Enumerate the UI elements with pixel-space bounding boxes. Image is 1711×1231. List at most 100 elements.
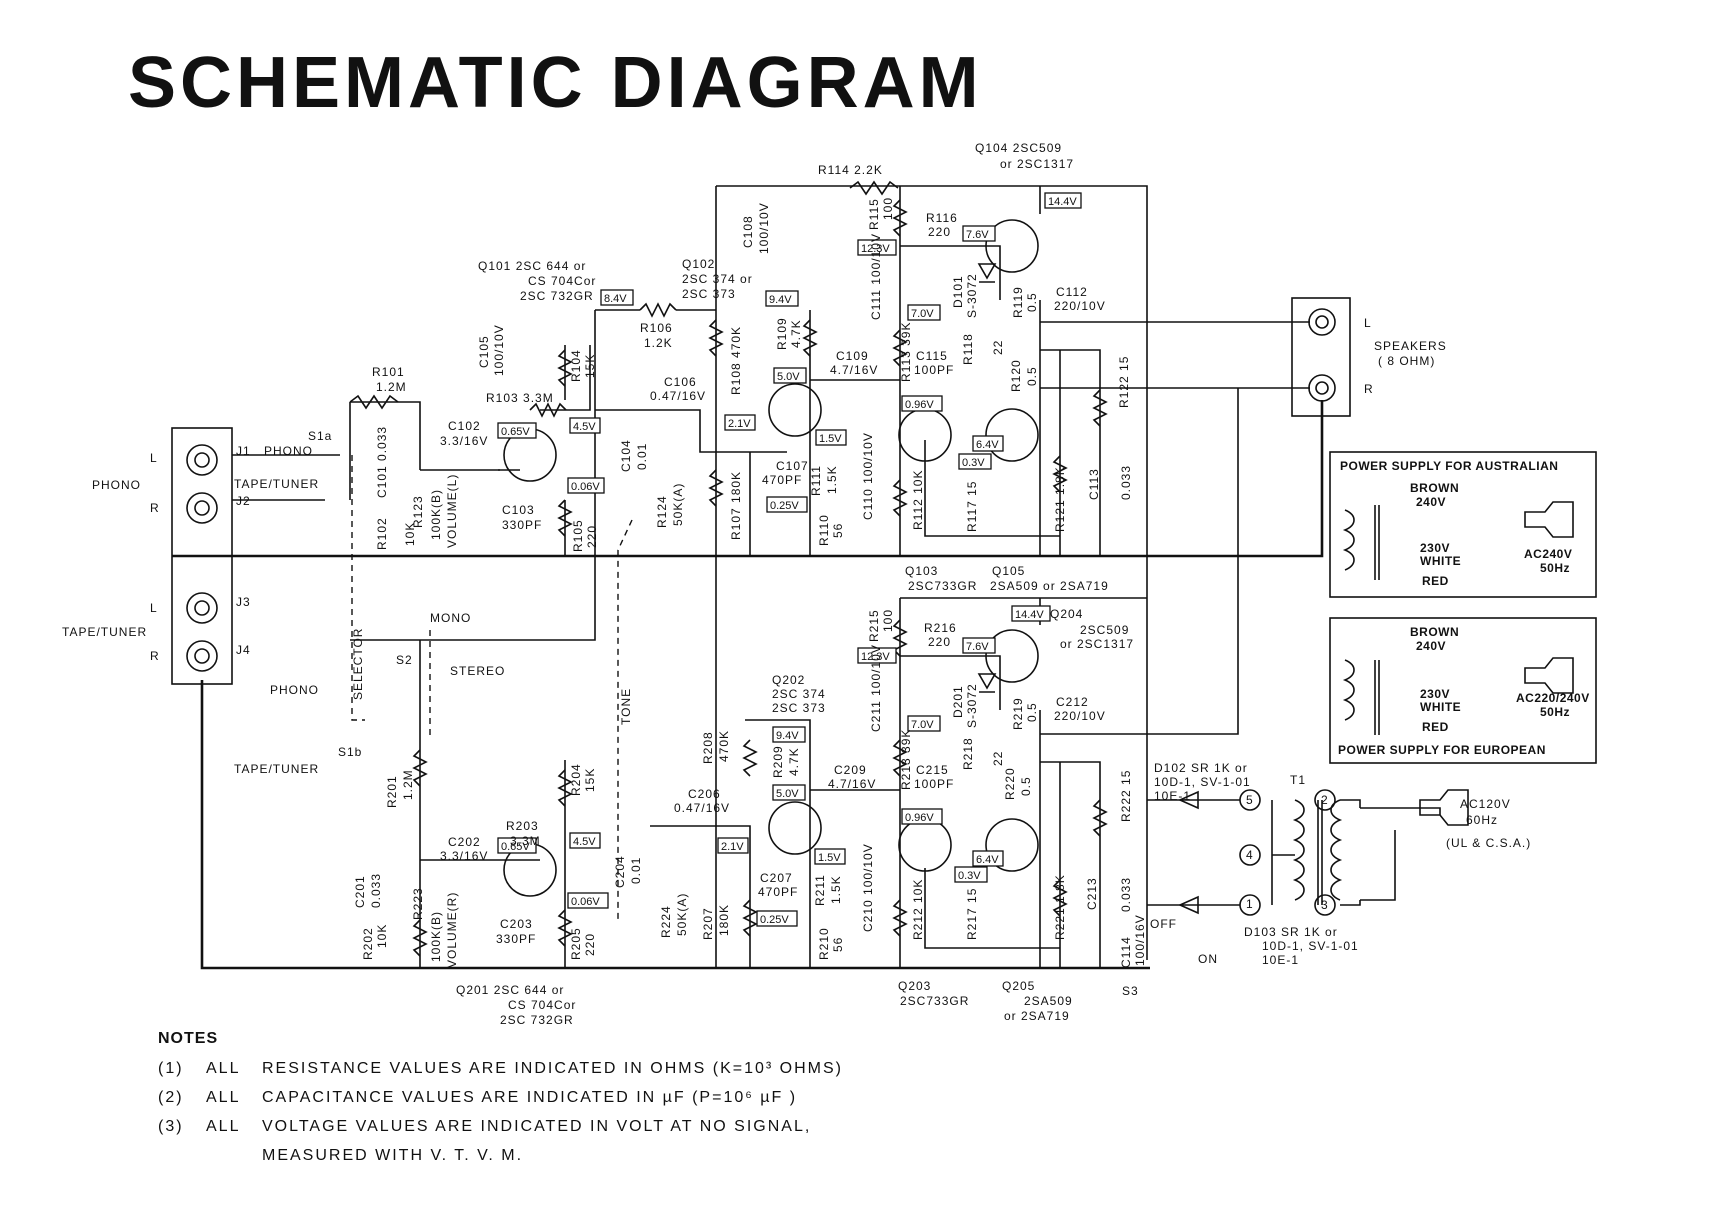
label-aus-230: 230V: [1420, 541, 1450, 555]
label-c114-2: 100/16V: [1133, 914, 1147, 966]
labels: PHONO L R TAPE/TUNER L R J1 J2 J3 J4 L R…: [62, 141, 1589, 1027]
voltage-q201-coll: 4.5V: [573, 836, 596, 848]
note-3-text: VOLTAGE VALUES ARE INDICATED IN VOLT AT …: [262, 1118, 812, 1135]
voltage-c111: 7.0V: [911, 308, 934, 320]
label-q101-1: Q101 2SC 644 or: [478, 259, 586, 273]
label-r103: R103 3.3M: [486, 391, 554, 405]
label-c105-1: C105: [477, 335, 491, 368]
label-c202-1: C202: [448, 835, 481, 849]
voltage-q102-base: 2.1V: [728, 418, 751, 430]
label-pin-4: 4: [1246, 848, 1254, 862]
label-s1b: S1b: [338, 745, 362, 759]
transistor-q102: [768, 383, 822, 437]
label-on: ON: [1198, 952, 1218, 966]
label-r107: R107 180K: [729, 471, 743, 540]
label-q204-2: 2SC509: [1080, 623, 1129, 637]
label-q104-2: or 2SC1317: [1000, 157, 1074, 171]
diode-d201: [977, 673, 997, 693]
label-c206-1: C206: [688, 787, 721, 801]
voltage-q101-base: 0.65V: [501, 426, 530, 438]
speaker-terminal-l: [1308, 308, 1336, 336]
label-r219-1: R219: [1011, 697, 1025, 730]
label-speakers-ohm: ( 8 OHM): [1378, 354, 1435, 368]
label-c201-1: C201: [353, 875, 367, 908]
label-r124-2: 50K(A): [671, 483, 685, 526]
jack-j3: [186, 592, 218, 624]
note-2-text: CAPACITANCE VALUES ARE INDICATED IN µF (…: [262, 1089, 798, 1106]
label-r109-2: 4.7K: [789, 319, 803, 348]
label-phono: PHONO: [92, 478, 141, 492]
label-mono: MONO: [430, 611, 471, 625]
transistor-q104: [985, 219, 1039, 273]
label-tone: TONE: [619, 688, 633, 725]
label-c210: C210 100/10V: [861, 843, 875, 932]
voltage-q101-collector: 8.4V: [604, 293, 627, 305]
label-r118-1: R118: [961, 333, 975, 365]
note-2-all: ALL: [206, 1089, 241, 1106]
label-c108-2: 100/10V: [757, 202, 771, 254]
tone-linkage: [617, 519, 633, 920]
label-d103-1: D103 SR 1K or: [1244, 925, 1338, 939]
label-r124-1: R124: [655, 495, 669, 528]
label-r207-2: 180K: [717, 904, 731, 936]
label-r120-2: 0.5: [1025, 366, 1039, 386]
notes-heading: NOTES: [158, 1030, 219, 1047]
label-c106-2: 0.47/16V: [650, 389, 706, 403]
label-r118-2: 22: [991, 340, 1005, 355]
label-r117: R117 15: [965, 481, 979, 532]
label-j3: J3: [236, 595, 251, 609]
voltage-boxes-lower: [497, 605, 1051, 927]
label-r217: R217 15: [965, 888, 979, 940]
label-r203-2: 3.3M: [510, 834, 541, 848]
label-j4: J4: [236, 643, 251, 657]
label-r221: R221 1.8K: [1053, 874, 1067, 940]
components: [349, 180, 1597, 957]
label-r212: R212 10K: [911, 879, 925, 940]
label-r111-2: 1.5K: [825, 465, 839, 494]
voltage-q102-supply: 9.4V: [769, 294, 792, 306]
label-speaker-l: L: [1364, 316, 1372, 330]
voltage-q204-collector: 14.4V: [1015, 609, 1044, 621]
label-r204-1: R204: [569, 763, 583, 796]
label-q102-1: Q102: [682, 257, 715, 271]
label-c108-1: C108: [741, 215, 755, 248]
note-1-number: (1): [158, 1060, 184, 1077]
label-r205-2: 220: [583, 933, 597, 956]
label-r209-2: 4.7K: [787, 747, 801, 776]
transistor-q203: [898, 818, 952, 872]
transformer-t1: [1292, 799, 1305, 901]
label-q102-3: 2SC 373: [682, 287, 736, 301]
voltage-q202-coll: 5.0V: [776, 788, 799, 800]
label-c209-1: C209: [834, 763, 867, 777]
label-r110-2: 56: [831, 523, 845, 538]
label-c101: C101 0.033: [375, 426, 389, 498]
label-c204-1: C204: [613, 855, 627, 888]
diode-d103: [1178, 895, 1199, 915]
transistor-q202: [768, 801, 822, 855]
label-r102-2: 10K: [403, 522, 417, 546]
jack-j2: [186, 492, 218, 524]
label-d201-2: S-3072: [965, 683, 979, 728]
aus-power-box: [1329, 451, 1597, 598]
voltage-q203-base: 0.96V: [905, 812, 934, 824]
label-eur-240: 240V: [1416, 639, 1446, 653]
note-2: (2) ALL CAPACITANCE VALUES ARE INDICATED…: [158, 1089, 843, 1107]
voltage-boxes: [497, 192, 1082, 513]
label-r105-2: 220: [585, 525, 599, 548]
label-r116-1: R116: [926, 211, 958, 225]
label-q205-1: Q205: [1002, 979, 1035, 993]
note-1-text: RESISTANCE VALUES ARE INDICATED IN OHMS …: [262, 1060, 843, 1077]
ground-bus: [172, 400, 1324, 558]
label-r113: R113 39K: [899, 322, 913, 382]
ac-plug-icon: [1419, 789, 1469, 826]
label-r111-1: R111: [809, 465, 823, 496]
label-c215-1: C215: [916, 763, 949, 777]
label-r205-1: R205: [569, 927, 583, 960]
label-c213-val: 0.033: [1119, 877, 1133, 912]
label-r102-1: R102: [375, 517, 389, 550]
label-d101-1: D101: [951, 275, 965, 308]
voltage-r210: 0.25V: [760, 914, 789, 926]
label-q105-type: 2SA509 or 2SA719: [990, 579, 1109, 593]
label-s1a-phono: PHONO: [264, 444, 313, 458]
voltage-q203-emitter: 0.3V: [958, 870, 981, 882]
